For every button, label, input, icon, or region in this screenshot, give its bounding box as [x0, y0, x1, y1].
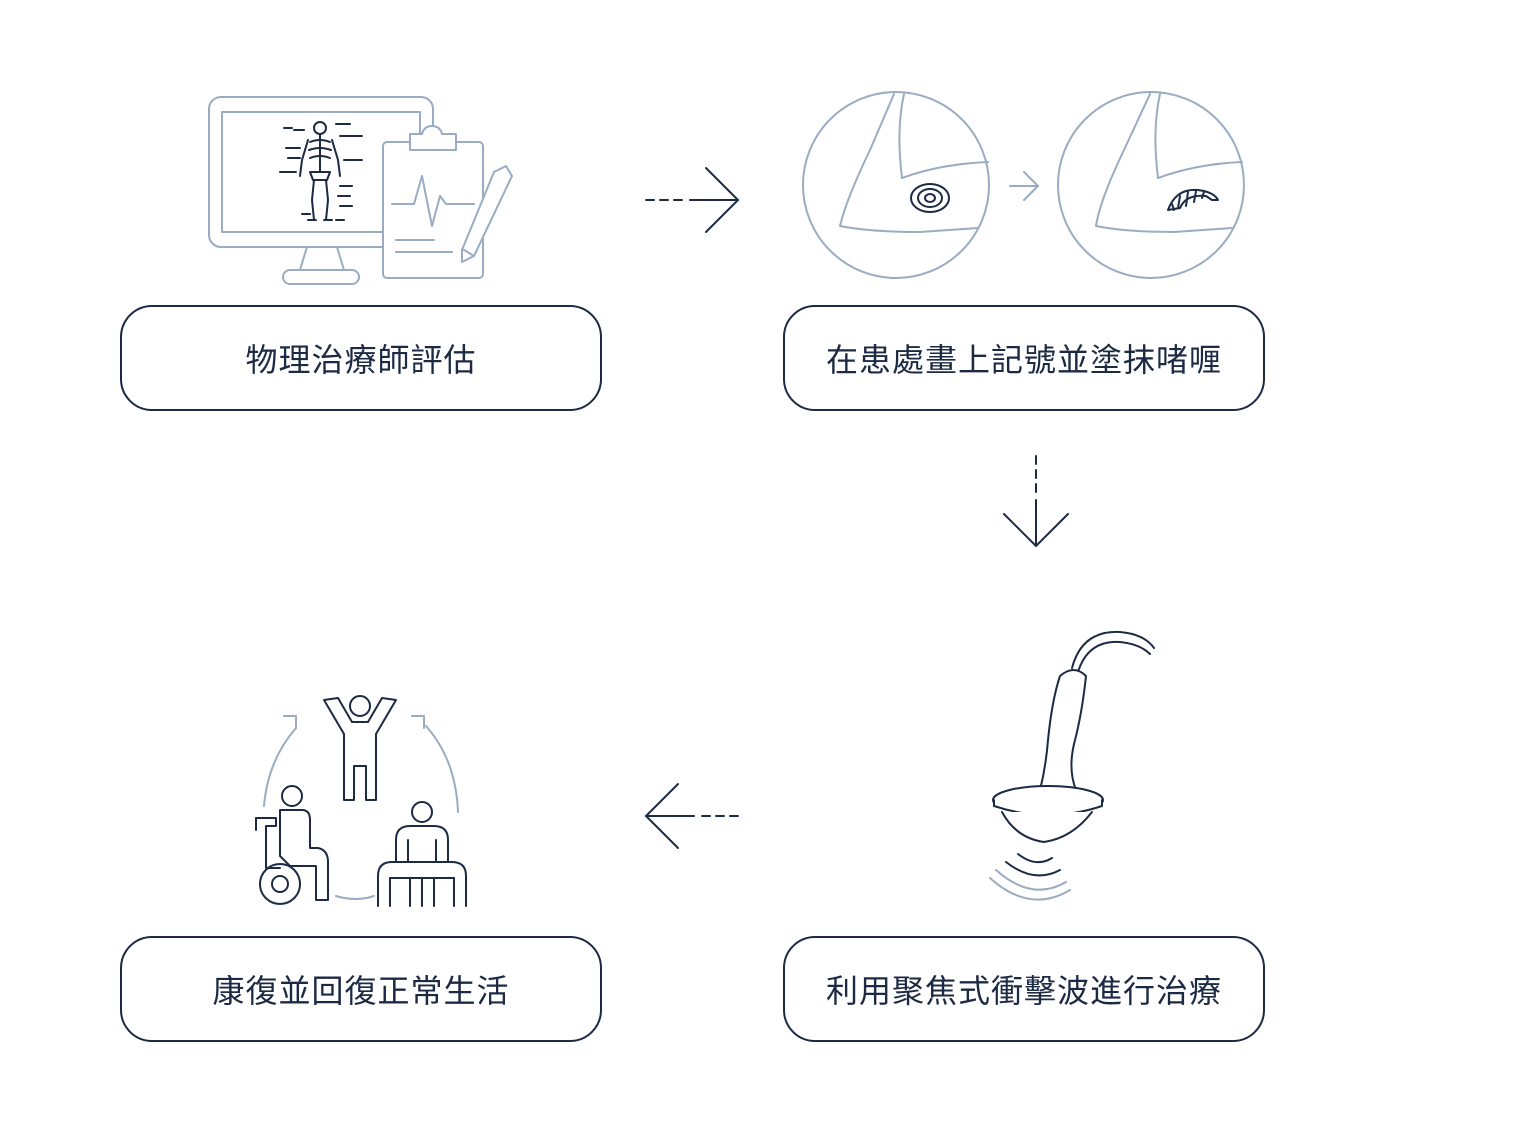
- skeleton-icon: [279, 121, 363, 221]
- step-2-box: 在患處畫上記號並塗抹啫喱: [783, 305, 1265, 411]
- arrow-right-icon: [645, 167, 740, 233]
- step-4-box: 康復並回復正常生活: [120, 936, 602, 1042]
- step-3-label: 利用聚焦式衝擊波進行治療: [825, 972, 1222, 1010]
- elbow-marking-icon: [802, 91, 1245, 279]
- person-arms-up-icon: [323, 695, 397, 801]
- small-arrow-right-icon: [1009, 171, 1039, 201]
- step-4-label: 康復並回復正常生活: [212, 972, 510, 1010]
- gel-mark-icon: [1167, 188, 1219, 211]
- arrow-left-icon: [644, 783, 739, 849]
- target-mark-icon: [910, 183, 950, 213]
- cycle-arc-icon: [263, 715, 459, 900]
- step-2-label: 在患處畫上記號並塗抹啫喱: [825, 341, 1222, 379]
- seated-person-icon: [377, 801, 467, 907]
- shockwave-waves-icon: [1005, 853, 1061, 877]
- step-1-box: 物理治療師評估: [120, 305, 602, 411]
- arrow-down-icon: [1003, 455, 1069, 548]
- wheelchair-person-icon: [255, 785, 329, 905]
- computer-clipboard-assessment-icon: [208, 96, 513, 285]
- recovery-people-icon: [255, 695, 467, 907]
- step-1-label: 物理治療師評估: [245, 341, 477, 379]
- step-3-box: 利用聚焦式衝擊波進行治療: [783, 936, 1265, 1042]
- shockwave-probe-icon: [989, 630, 1155, 901]
